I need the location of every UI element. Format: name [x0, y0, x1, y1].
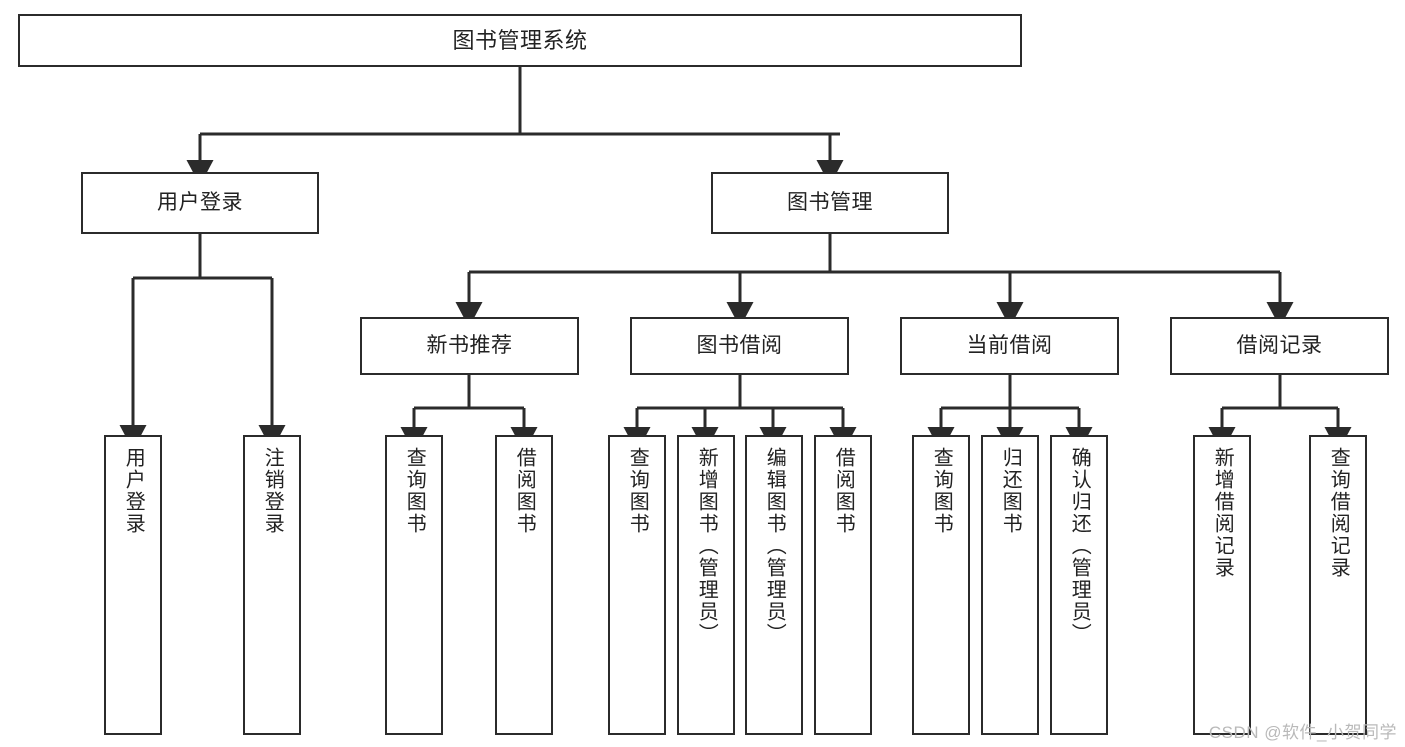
node-leaf-edit-book-admin-label: 编辑图书（管理员） — [763, 447, 786, 645]
node-leaf-borrow-book-new[interactable]: 借阅图书 — [495, 435, 553, 735]
node-user-login[interactable]: 用户登录 — [81, 172, 319, 234]
node-leaf-add-borrow-record-label: 新增借阅记录 — [1211, 447, 1234, 579]
node-leaf-add-book-admin[interactable]: 新增图书（管理员） — [677, 435, 735, 735]
node-leaf-return-book-label: 归还图书 — [999, 447, 1022, 535]
node-leaf-confirm-return-admin[interactable]: 确认归还（管理员） — [1050, 435, 1108, 735]
node-leaf-logout[interactable]: 注销登录 — [243, 435, 301, 735]
node-borrow-record-label: 借阅记录 — [1236, 333, 1323, 357]
node-leaf-query-book-current-label: 查询图书 — [930, 447, 953, 535]
node-root-label: 图书管理系统 — [452, 27, 588, 53]
node-leaf-borrow-book[interactable]: 借阅图书 — [814, 435, 872, 735]
node-user-login-label: 用户登录 — [157, 190, 243, 214]
node-book-borrow-label: 图书借阅 — [696, 333, 783, 357]
node-leaf-return-book[interactable]: 归还图书 — [981, 435, 1039, 735]
node-new-book-recommend-label: 新书推荐 — [426, 333, 513, 357]
node-leaf-borrow-book-label: 借阅图书 — [832, 447, 855, 535]
node-book-management-label: 图书管理 — [787, 190, 873, 214]
node-leaf-add-borrow-record[interactable]: 新增借阅记录 — [1193, 435, 1251, 735]
node-leaf-query-book-new[interactable]: 查询图书 — [385, 435, 443, 735]
node-leaf-add-book-admin-label: 新增图书（管理员） — [695, 447, 718, 645]
node-leaf-user-login[interactable]: 用户登录 — [104, 435, 162, 735]
node-leaf-query-book-borrow[interactable]: 查询图书 — [608, 435, 666, 735]
csdn-watermark: CSDN @软件_小贺同学 — [1208, 723, 1397, 742]
node-current-borrow-label: 当前借阅 — [966, 333, 1053, 357]
node-root-system[interactable]: 图书管理系统 — [18, 14, 1022, 67]
node-leaf-confirm-return-admin-label: 确认归还（管理员） — [1068, 447, 1091, 645]
node-leaf-borrow-book-new-label: 借阅图书 — [513, 447, 536, 535]
node-leaf-query-book-borrow-label: 查询图书 — [626, 447, 649, 535]
node-leaf-edit-book-admin[interactable]: 编辑图书（管理员） — [745, 435, 803, 735]
node-leaf-query-book-new-label: 查询图书 — [403, 447, 426, 535]
node-leaf-query-borrow-record[interactable]: 查询借阅记录 — [1309, 435, 1367, 735]
node-current-borrow[interactable]: 当前借阅 — [900, 317, 1119, 375]
node-borrow-record[interactable]: 借阅记录 — [1170, 317, 1389, 375]
node-book-borrow[interactable]: 图书借阅 — [630, 317, 849, 375]
node-book-management[interactable]: 图书管理 — [711, 172, 949, 234]
node-new-book-recommend[interactable]: 新书推荐 — [360, 317, 579, 375]
node-leaf-logout-label: 注销登录 — [261, 447, 284, 535]
node-leaf-query-book-current[interactable]: 查询图书 — [912, 435, 970, 735]
node-leaf-user-login-label: 用户登录 — [122, 447, 145, 535]
node-leaf-query-borrow-record-label: 查询借阅记录 — [1327, 447, 1350, 579]
